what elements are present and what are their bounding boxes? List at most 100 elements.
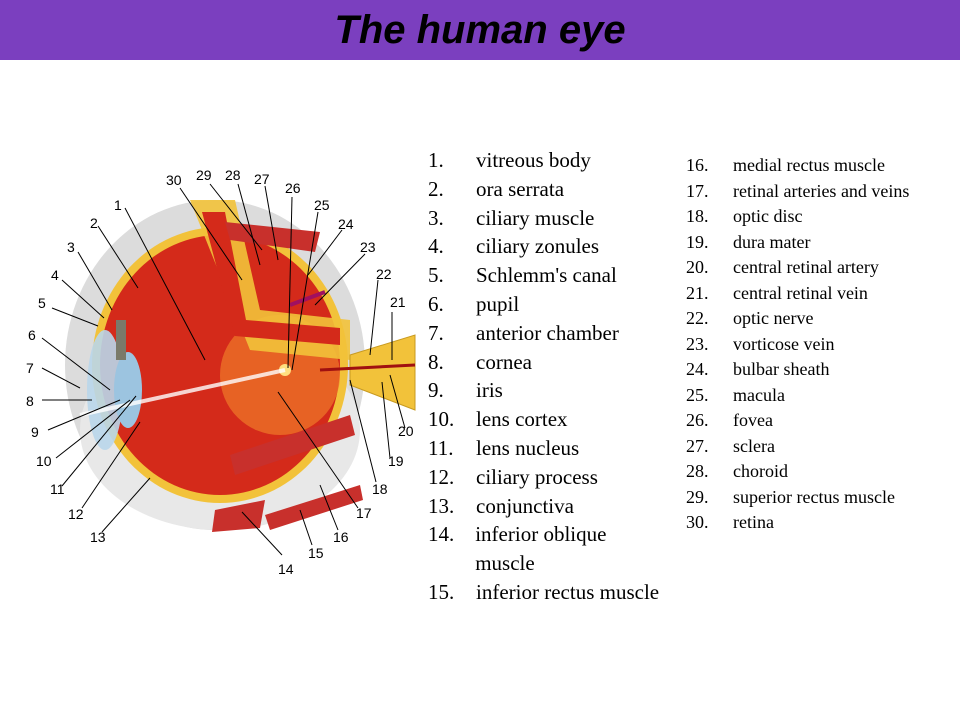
list-item: 10. lens cortex: [428, 405, 668, 434]
cornea-shape: [87, 330, 123, 450]
list-item-text: inferior rectus muscle: [476, 579, 660, 604]
list-item-text: sclera: [733, 435, 775, 456]
diagram-label-14: 14: [278, 561, 294, 577]
list-item: 26. fovea: [686, 408, 936, 434]
superior-rectus-shape: [225, 222, 320, 252]
list-item-number: 15.: [428, 579, 455, 604]
inferior-oblique-shape: [212, 500, 265, 532]
list-item-number: 2.: [428, 176, 444, 201]
list-item: 19.dura mater: [686, 230, 936, 256]
diagram-label-2: 2: [90, 215, 98, 231]
list-item-number: 26.: [686, 410, 709, 430]
diagram-labels: 1 2 3 4 5 6 7 8 9 10 11 12 13 14 15 16 1…: [26, 167, 414, 577]
iris-shape: [116, 320, 126, 360]
diagram-label-9: 9: [31, 424, 39, 440]
list-item: 6.pupil: [428, 290, 668, 319]
list-item: 18.optic disc: [686, 204, 936, 230]
diagram-label-27: 27: [254, 171, 270, 187]
list-item-number: 24.: [686, 359, 709, 379]
list-item-text: inferior oblique muscle: [475, 522, 607, 576]
diagram-label-6: 6: [28, 327, 36, 343]
light-ray: [79, 368, 286, 417]
list-item-text: superior rectus muscle: [733, 486, 895, 507]
diagram-label-12: 12: [68, 506, 84, 522]
list-item-text: iris: [476, 378, 503, 403]
diagram-label-5: 5: [38, 295, 46, 311]
list-item: 29. superior rectus muscle: [686, 485, 936, 511]
list-item: 23.vorticose vein: [686, 332, 936, 358]
vorticose-vein-shape: [289, 290, 326, 307]
list-item: 17.retinal arteries and veins: [686, 179, 936, 205]
title-bar: The human eye: [0, 0, 960, 60]
list-item-text: macula: [733, 384, 785, 405]
diagram-label-23: 23: [360, 239, 376, 255]
diagram-label-22: 22: [376, 266, 392, 282]
diagram-label-8: 8: [26, 393, 34, 409]
diagram-label-28: 28: [225, 167, 241, 183]
list-item: 11.lens nucleus: [428, 434, 668, 463]
list-item-text: choroid: [733, 461, 788, 481]
list-item-text: lens cortex: [476, 407, 568, 432]
diagram-label-7: 7: [26, 360, 34, 376]
cutaway-inner: [202, 212, 340, 345]
list-item: 28.choroid: [686, 459, 936, 485]
list-item-number: 17.: [686, 180, 709, 201]
list-item-number: 29.: [686, 486, 709, 507]
diagram-label-21: 21: [390, 294, 406, 310]
list-item-text: anterior chamber: [476, 320, 619, 345]
list-item-text: fovea: [733, 410, 773, 430]
list-item: 22.optic nerve: [686, 306, 936, 332]
lens-shape: [114, 352, 142, 428]
diagram-label-17: 17: [356, 505, 372, 521]
list-item: 27.sclera: [686, 434, 936, 460]
list-item: 7.anterior chamber: [428, 319, 668, 348]
list-item-number: 14.: [428, 522, 455, 547]
leader-lines: [41, 183, 406, 556]
list-item-text: lens nucleus: [476, 435, 580, 460]
eye-diagram: 1 2 3 4 5 6 7 8 9 10 11 12 13 14 15 16 1…: [26, 167, 416, 577]
list-item-number: 10.: [428, 407, 455, 432]
list-item-text: Schlemm's canal: [476, 263, 617, 288]
list-item: 2.ora serrata: [428, 175, 668, 204]
list-item-text: central retinal vein: [733, 282, 868, 303]
list-item-number: 23.: [686, 333, 709, 354]
list-item: 24.bulbar sheath: [686, 357, 936, 383]
list-item-number: 3.: [428, 205, 444, 230]
list-item: 16.medial rectus muscle: [686, 153, 936, 179]
inferior-rectus-shape: [265, 485, 363, 530]
list-item-number: 4.: [428, 234, 444, 259]
list-item: 9. iris: [428, 376, 668, 405]
retinal-artery-line: [319, 363, 416, 372]
list-item: 14. inferior oblique muscle: [428, 520, 668, 578]
diagram-label-16: 16: [333, 529, 349, 545]
diagram-label-24: 24: [338, 216, 354, 232]
diagram-label-15: 15: [308, 545, 324, 561]
page-title: The human eye: [334, 7, 626, 52]
list-item-number: 9.: [428, 378, 444, 403]
list-item-number: 12.: [428, 464, 455, 489]
diagram-label-10: 10: [36, 453, 52, 469]
list-item: 15. inferior rectus muscle: [428, 578, 668, 607]
list-item: 1.vitreous body: [428, 146, 668, 175]
list-item: 30.retina: [686, 510, 936, 536]
list-item-text: ciliary zonules: [476, 234, 600, 259]
list-item-text: vitreous body: [476, 148, 591, 172]
diagram-label-4: 4: [51, 267, 59, 283]
list-item-text: medial rectus muscle: [733, 155, 885, 175]
list-item-text: retina: [733, 512, 774, 532]
list-item-number: 21.: [686, 282, 709, 303]
diagram-label-13: 13: [90, 529, 106, 545]
list-item-text: ciliary process: [476, 464, 598, 489]
diagram-label-3: 3: [67, 239, 75, 255]
list-item-number: 6.: [428, 291, 444, 316]
list-item: 12. ciliary process: [428, 463, 668, 492]
list-item: 5. Schlemm's canal: [428, 261, 668, 290]
optic-nerve-shape: [349, 334, 416, 411]
list-item-number: 8.: [428, 349, 444, 374]
list-item-text: dura mater: [733, 231, 811, 252]
list-item-number: 5.: [428, 263, 444, 288]
diagram-label-25: 25: [314, 197, 330, 213]
list-item: 25.macula: [686, 383, 936, 409]
diagram-label-26: 26: [285, 180, 301, 196]
